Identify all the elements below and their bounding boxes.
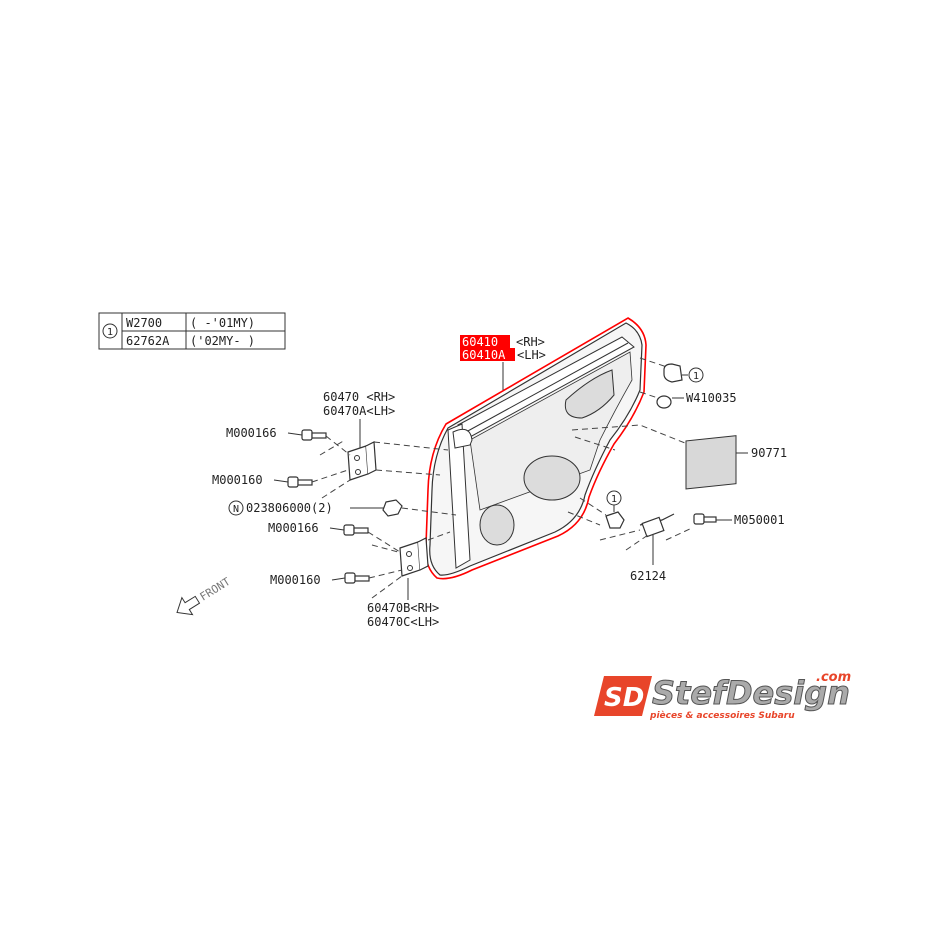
- grommet-group: W410035: [639, 391, 737, 409]
- ref-circle-icon: [102, 323, 118, 339]
- part-number-grommet[interactable]: W410035: [686, 391, 737, 405]
- plug-group: 1: [639, 357, 704, 383]
- bolt-icon: [343, 524, 369, 536]
- part-number-panel[interactable]: 90771: [751, 446, 787, 460]
- part-number-door-lh[interactable]: 60410A: [462, 348, 506, 362]
- front-arrow-icon: [176, 595, 201, 616]
- table-row-part: 62762A: [126, 334, 170, 348]
- n-marker-icon: [228, 500, 244, 516]
- front-label: FRONT: [198, 575, 233, 604]
- side-label-rh: <RH>: [516, 335, 545, 349]
- part-number-upper-hinge-rh[interactable]: 60470 <RH>: [323, 390, 395, 404]
- part-number-bolt[interactable]: M000160: [212, 473, 263, 487]
- highlight-box: [460, 335, 510, 348]
- logo-monogram: SD: [604, 683, 644, 713]
- bolt-icon: [301, 429, 327, 441]
- ref-circle-number: 1: [107, 327, 113, 338]
- part-number-bolt[interactable]: M000166: [268, 521, 319, 535]
- part-number-nut[interactable]: 023806000(2): [246, 501, 333, 515]
- logo-name: StefDesign: [652, 674, 850, 712]
- door-shell-drawing: [429, 322, 643, 576]
- bolt-icon: [344, 572, 370, 584]
- part-number-bolt[interactable]: M000160: [270, 573, 321, 587]
- upper-hinge-group: 60470 <RH> 60470A<LH> M000166 M000160: [212, 390, 449, 499]
- side-label-lh: <LH>: [517, 348, 546, 362]
- ref-circle-number: 1: [611, 494, 617, 505]
- part-number-door-rh[interactable]: 60410: [462, 335, 498, 349]
- nut-icon: [382, 499, 403, 517]
- part-number-upper-hinge-lh[interactable]: 60470A<LH>: [323, 404, 395, 418]
- plug-icon: [663, 363, 683, 383]
- logo-monogram-icon: [594, 676, 652, 716]
- highlight-box: [460, 348, 515, 361]
- sealing-panel-icon: [685, 435, 737, 490]
- part-number-lower-hinge-rh[interactable]: 60470B<RH>: [367, 601, 439, 615]
- front-direction-arrow: FRONT: [176, 575, 233, 616]
- logo-tld: .com: [816, 670, 851, 685]
- bolt-icon: [693, 513, 717, 525]
- lower-hinge-group: M000166 M000160 60470B<RH> 60470C<LH>: [268, 521, 451, 629]
- part-number-bolt[interactable]: M050001: [734, 513, 785, 527]
- grommet-icon: [656, 395, 672, 409]
- plug-icon: [605, 511, 625, 529]
- reference-table: 1 W2700 ( -'01MY) 62762A ('02MY- ): [98, 312, 286, 350]
- n-marker-label: N: [233, 504, 239, 515]
- checker-group: 1 62124 M050001: [567, 490, 785, 583]
- part-number-bolt[interactable]: M000166: [226, 426, 277, 440]
- door-callout[interactable]: 60410 <RH> 60410A <LH>: [460, 335, 546, 390]
- nut-group: N 023806000(2): [228, 499, 457, 517]
- table-row-part: W2700: [126, 316, 162, 330]
- table-row-range: ( -'01MY): [190, 316, 255, 330]
- part-number-lower-hinge-lh[interactable]: 60470C<LH>: [367, 615, 439, 629]
- ref-circle-number: 1: [693, 371, 699, 382]
- part-number-checker[interactable]: 62124: [630, 569, 666, 583]
- bolt-icon: [287, 476, 313, 488]
- panel-group: 90771: [571, 424, 787, 490]
- stefdesign-logo: SD StefDesign .com pièces & accessoires …: [594, 670, 851, 721]
- table-row-range: ('02MY- ): [190, 334, 255, 348]
- logo-tagline: pièces & accessoires Subaru: [649, 710, 795, 721]
- ref-circle-icon: [688, 367, 704, 383]
